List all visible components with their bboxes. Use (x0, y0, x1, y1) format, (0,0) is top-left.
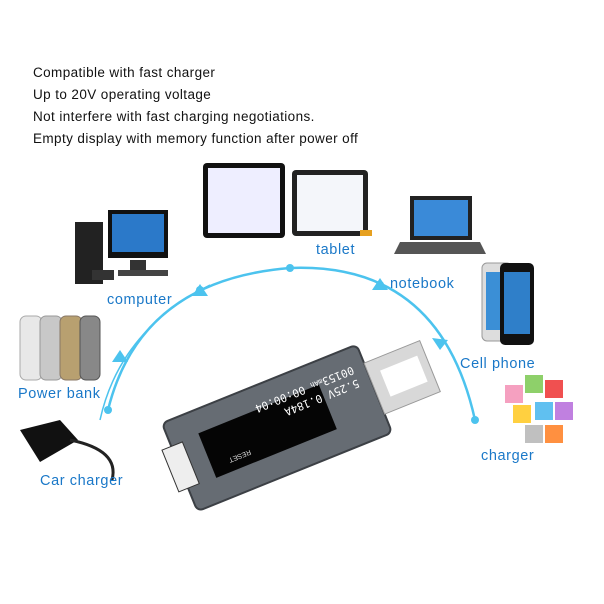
capacity-unit: mAh (308, 376, 324, 389)
computer-image (75, 210, 168, 284)
feature-4: Empty display with memory function after… (33, 131, 359, 146)
feature-2: Up to 20V operating voltage (33, 87, 212, 102)
feature-1: Compatible with fast charger (33, 65, 216, 80)
label-car-charger: Car charger (40, 473, 124, 489)
label-cell-phone: Cell phone (460, 356, 536, 372)
label-computer: computer (107, 292, 173, 308)
charger-image (505, 375, 573, 443)
cell-phone-image (481, 262, 534, 345)
label-notebook: notebook (390, 276, 455, 292)
notebook-image (394, 196, 486, 254)
feature-3: Not interfere with fast charging negotia… (33, 109, 315, 124)
usb-meter (161, 339, 441, 511)
label-charger: charger (481, 448, 535, 464)
power-bank-image (19, 315, 101, 381)
car-charger-image (20, 420, 115, 481)
label-tablet: tablet (316, 242, 356, 258)
label-power-bank: Power bank (18, 386, 101, 402)
tablet-image (203, 163, 372, 238)
